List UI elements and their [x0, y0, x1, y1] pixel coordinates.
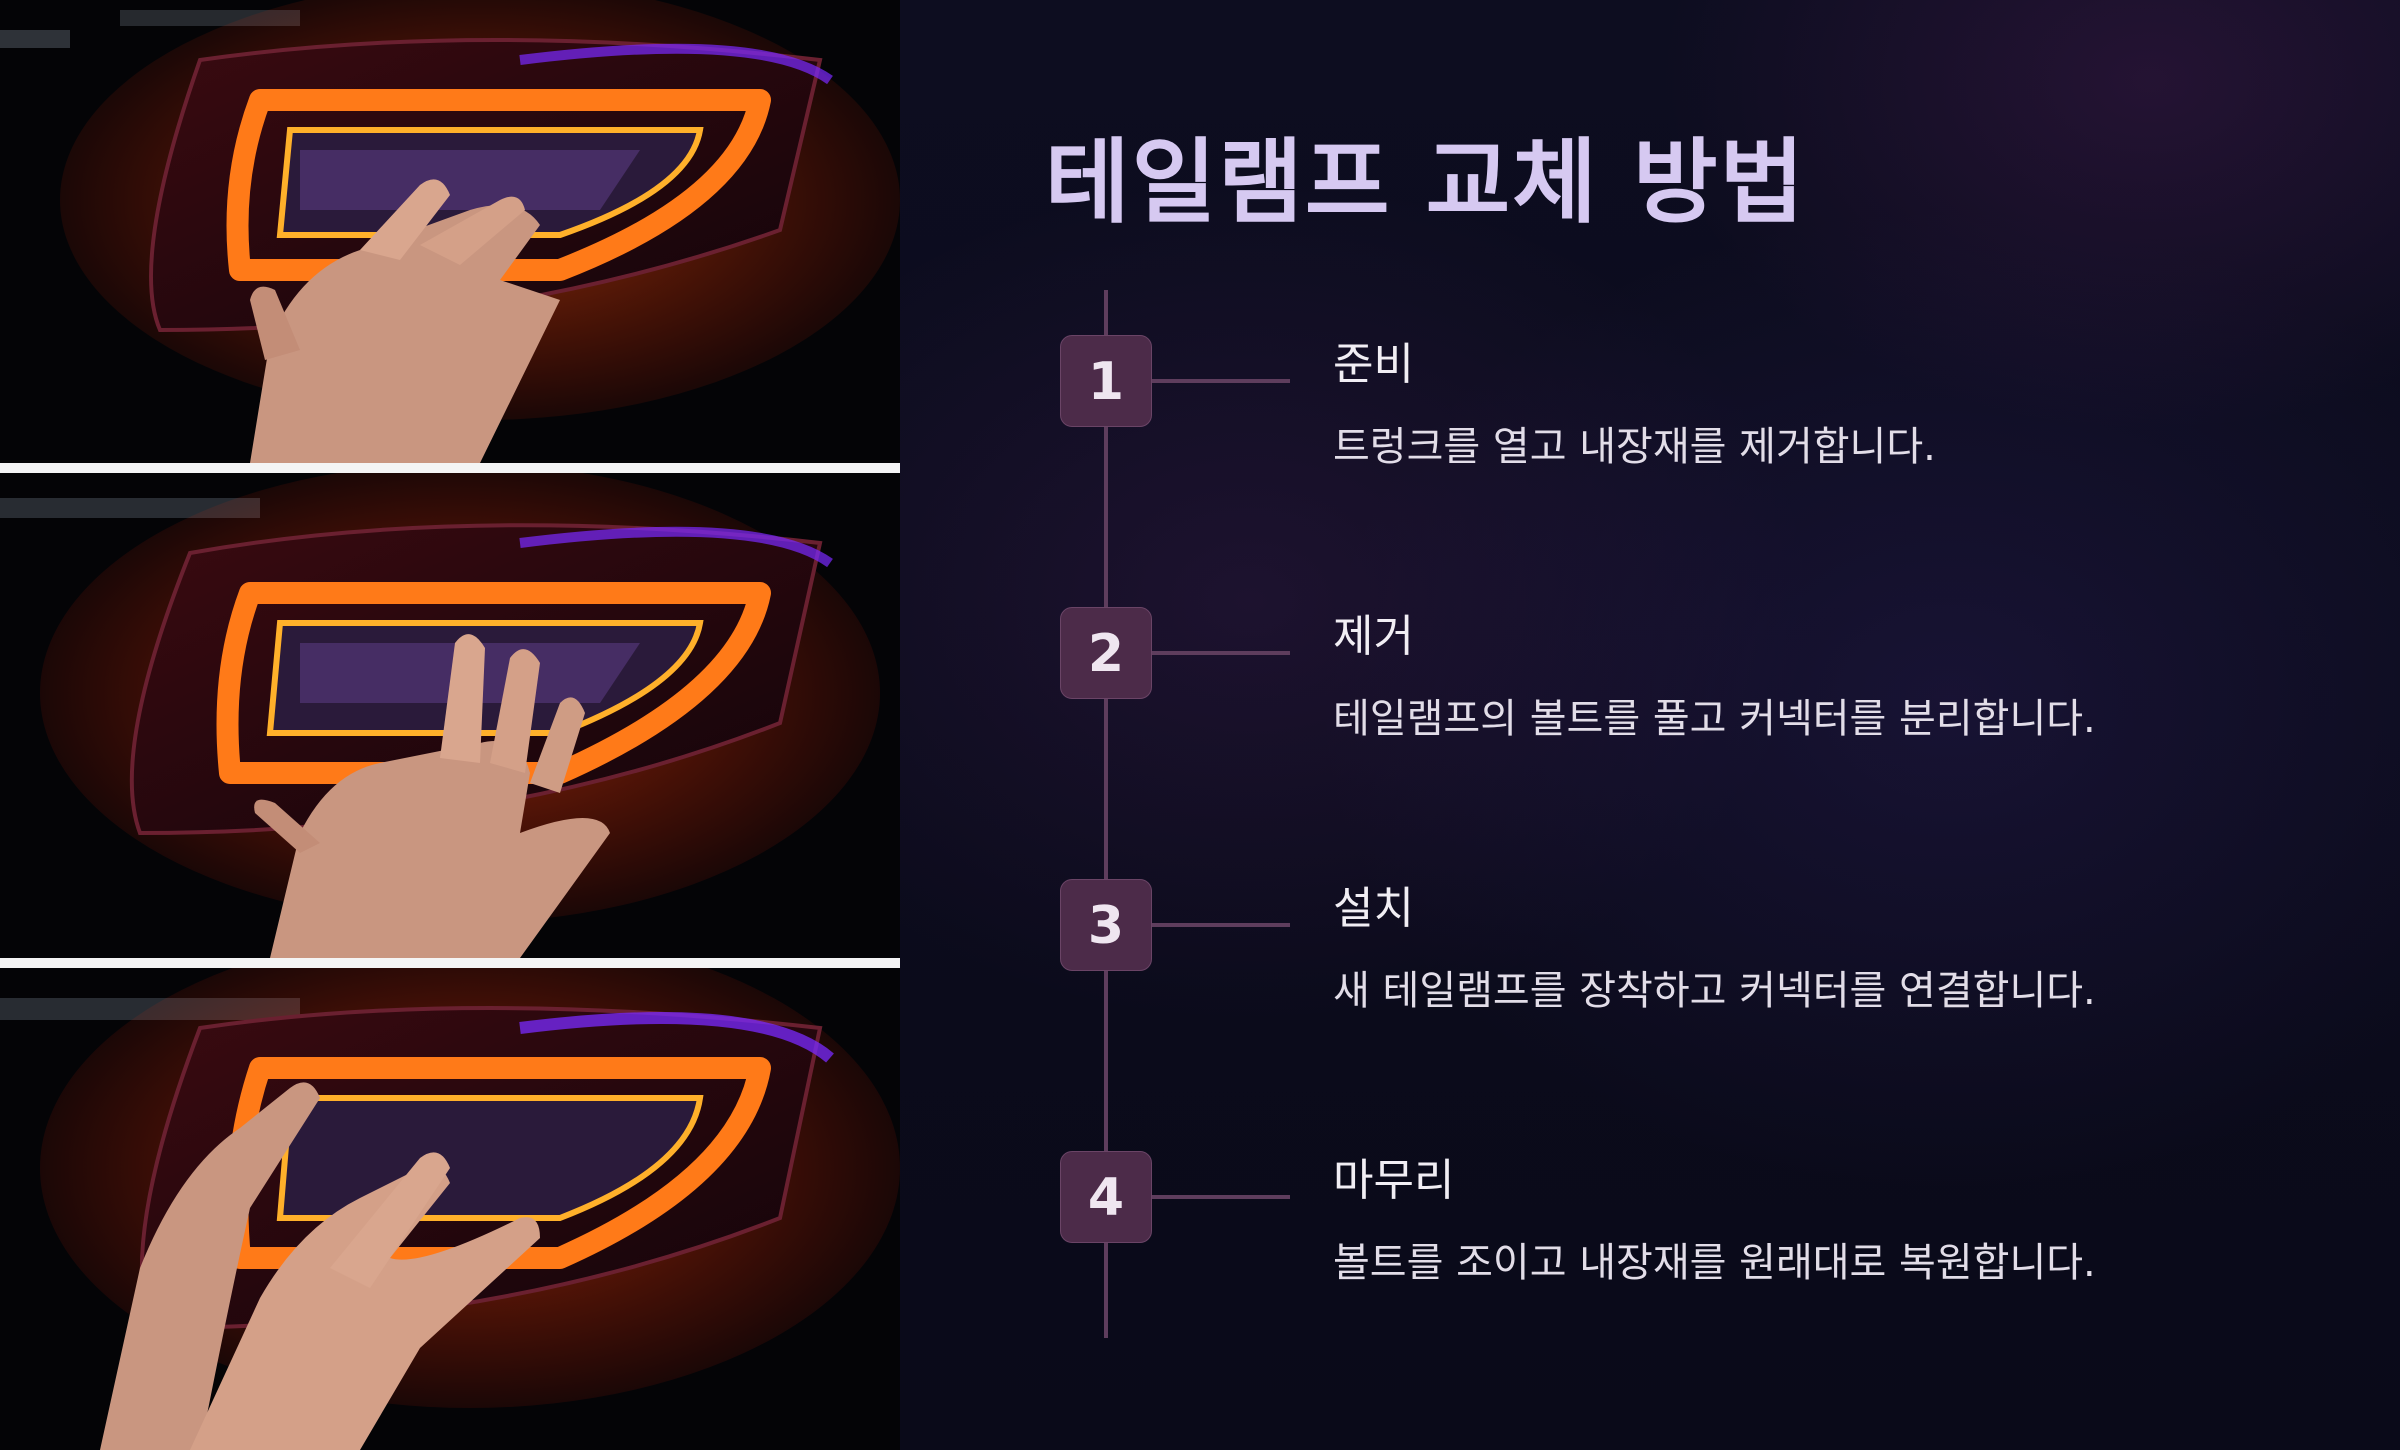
photo-column	[0, 0, 900, 1450]
step-connector	[1152, 651, 1290, 655]
step-connector	[1152, 923, 1290, 927]
taillight-photo-1	[0, 0, 900, 463]
step-number-badge: 1	[1060, 335, 1152, 427]
step-number-badge: 4	[1060, 1151, 1152, 1243]
step-number-badge: 3	[1060, 879, 1152, 971]
step-description: 테일램프의 볼트를 풀고 커넥터를 분리합니다.	[1333, 696, 2096, 742]
step-number-badge: 2	[1060, 607, 1152, 699]
photo-divider	[0, 463, 900, 473]
page-title: 테일램프 교체 방법	[1045, 129, 1807, 236]
timeline-line	[1104, 290, 1108, 1338]
photo-divider	[0, 958, 900, 968]
step-connector	[1152, 379, 1290, 383]
step-description: 새 테일램프를 장착하고 커넥터를 연결합니다.	[1333, 968, 2096, 1014]
step-title: 준비	[1333, 339, 1414, 390]
step-description: 볼트를 조이고 내장재를 원래대로 복원합니다.	[1333, 1240, 2096, 1286]
step-title: 마무리	[1333, 1155, 1455, 1206]
taillight-photo-2	[0, 473, 900, 958]
step-connector	[1152, 1195, 1290, 1199]
taillight-photo-3	[0, 968, 900, 1450]
step-description: 트렁크를 열고 내장재를 제거합니다.	[1333, 424, 1936, 470]
step-title: 설치	[1333, 883, 1414, 934]
step-title: 제거	[1333, 611, 1414, 662]
